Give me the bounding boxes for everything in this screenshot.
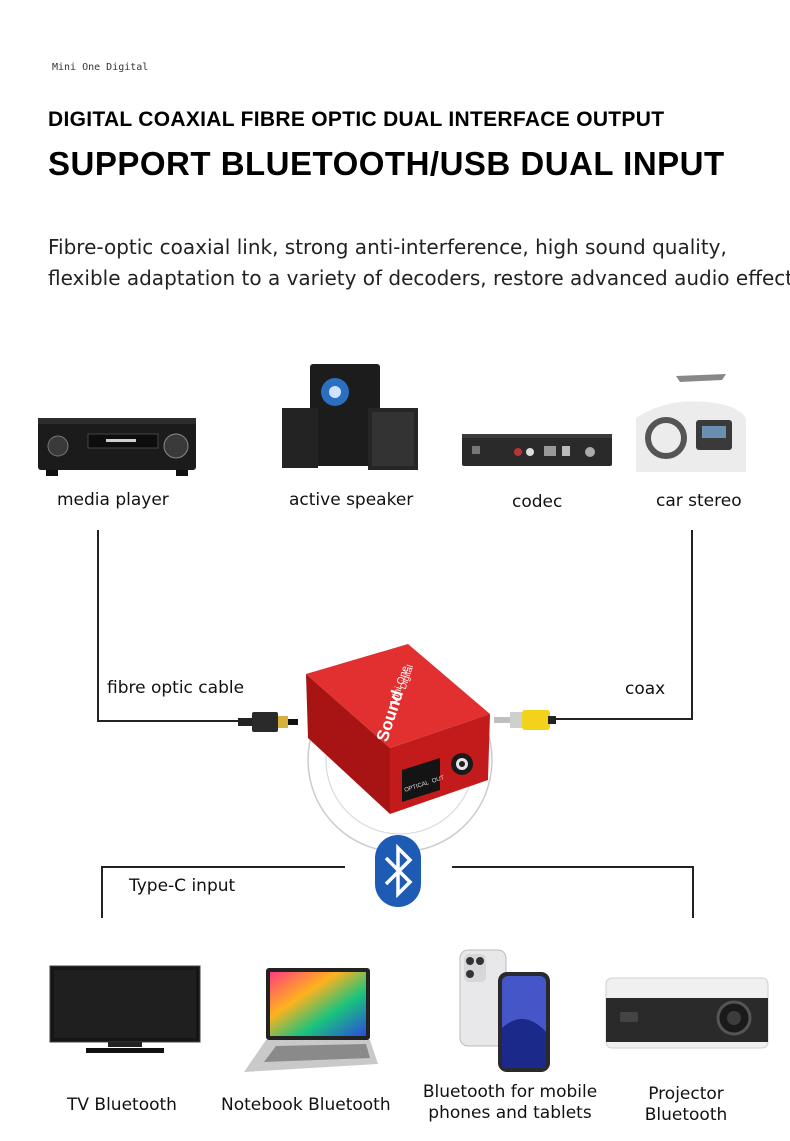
laptop-icon: [240, 966, 380, 1076]
bottom-right-connector-line-horizontal: [452, 866, 694, 868]
product-name: Mini One Digital: [52, 62, 149, 73]
source-label-projector-line-1: Projector: [648, 1084, 724, 1104]
bottom-left-connector-line-horizontal: [101, 866, 345, 868]
bottom-right-connector-line: [692, 866, 694, 918]
output-label-car-stereo: car stereo: [656, 491, 742, 511]
tv-icon: [48, 964, 202, 1056]
mini-one-digital-device: [290, 630, 510, 880]
bottom-left-connector-line: [101, 866, 103, 918]
source-label-projector-line-2: Bluetooth: [644, 1105, 728, 1125]
fibre-optic-cable-label: fibre optic cable: [107, 678, 245, 698]
source-label-notebook: Notebook Bluetooth: [221, 1095, 391, 1115]
source-label-mobile: Bluetooth for mobile phones and tablets: [418, 1082, 602, 1124]
car-stereo-icon: [636, 368, 746, 472]
right-connector-line-horizontal: [552, 718, 693, 720]
description-line-1: Fibre-optic coaxial link, strong anti-in…: [48, 235, 727, 259]
left-connector-line-horizontal: [97, 720, 242, 722]
source-label-mobile-line-2: phones and tablets: [428, 1103, 592, 1123]
media-player-icon: [36, 412, 198, 480]
source-label-tv: TV Bluetooth: [67, 1095, 177, 1115]
bluetooth-icon: [374, 834, 422, 908]
type-c-input-label: Type-C input: [129, 876, 236, 896]
source-label-mobile-line-1: Bluetooth for mobile: [422, 1082, 598, 1102]
right-connector-line: [691, 530, 693, 720]
codec-icon: [460, 430, 614, 470]
projector-icon: [602, 972, 772, 1054]
phone-icon: [458, 948, 554, 1076]
source-label-projector: Projector Bluetooth: [640, 1084, 732, 1126]
headline-inputs: SUPPORT BLUETOOTH/USB DUAL INPUT: [48, 145, 725, 182]
speaker-icon: [280, 362, 422, 472]
output-label-codec: codec: [512, 492, 563, 512]
coax-label: coax: [625, 679, 666, 699]
output-label-active-speaker: active speaker: [289, 490, 414, 510]
output-label-media-player: media player: [57, 490, 169, 510]
description: Fibre-optic coaxial link, strong anti-in…: [48, 232, 790, 294]
description-line-2: flexible adaptation to a variety of deco…: [48, 266, 790, 290]
rca-plug-icon: [494, 706, 556, 734]
left-connector-line: [97, 530, 99, 722]
headline-outputs: DIGITAL COAXIAL FIBRE OPTIC DUAL INTERFA…: [48, 108, 665, 131]
optical-plug-icon: [238, 708, 300, 736]
